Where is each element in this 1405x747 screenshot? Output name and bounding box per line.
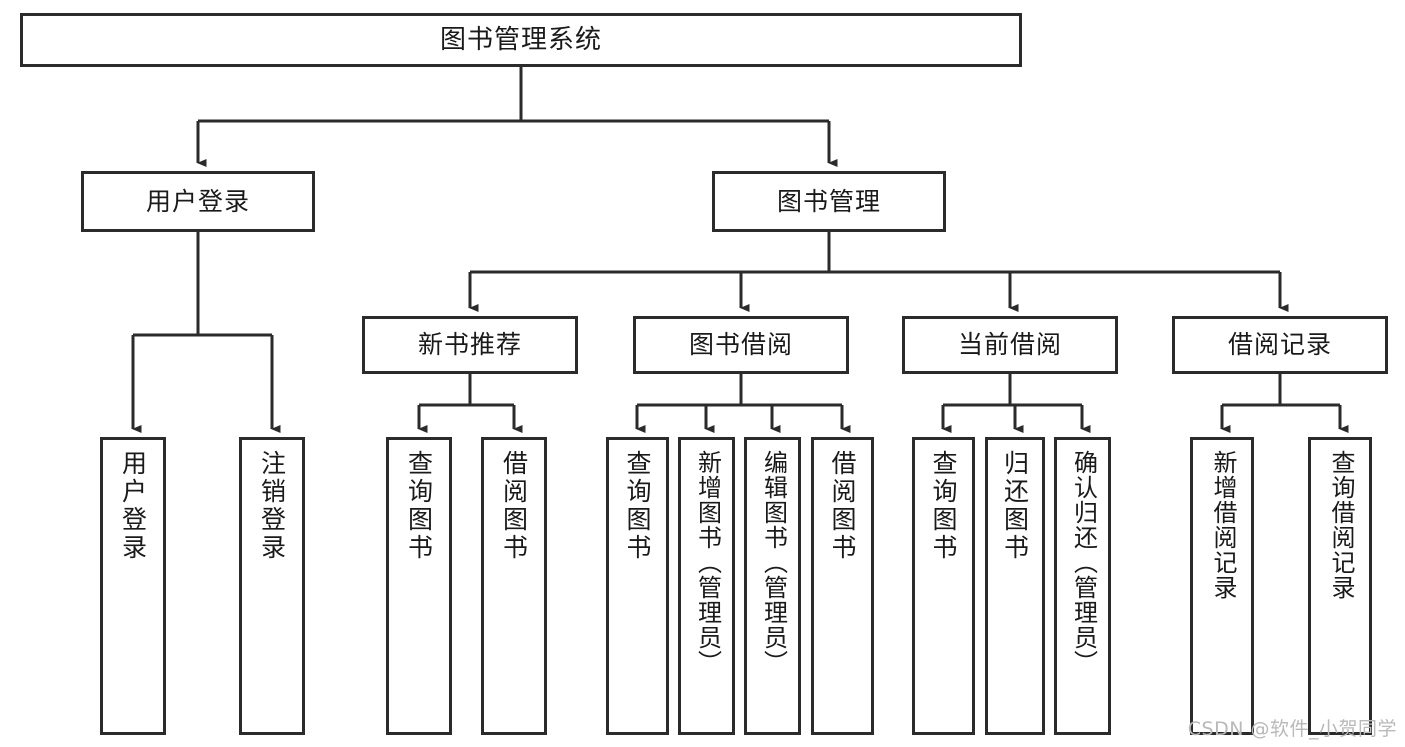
node-leaf-cur-confirm-return[interactable]: 确认归还（管理员） (1054, 437, 1111, 735)
node-leaf-rec-borrow-book[interactable]: 借阅图书 (481, 437, 547, 735)
node-leaf-borrow-add-book-label: 新增图书（管理员） (693, 450, 722, 675)
node-leaf-borrow-borrow-book-label: 借阅图书 (828, 450, 857, 562)
node-book-borrow[interactable]: 图书借阅 (633, 316, 849, 374)
node-leaf-cur-return-book[interactable]: 归还图书 (985, 437, 1045, 735)
node-leaf-borrow-query-book[interactable]: 查询图书 (606, 437, 669, 735)
node-new-book-rec-label: 新书推荐 (417, 330, 522, 360)
node-leaf-user-login-label: 用户登录 (118, 450, 148, 562)
node-leaf-rec-query-book[interactable]: 查询图书 (386, 437, 452, 735)
node-leaf-cur-return-book-label: 归还图书 (1000, 450, 1030, 562)
node-leaf-borrow-edit-book[interactable]: 编辑图书（管理员） (744, 437, 801, 735)
node-borrow-record-label: 借阅记录 (1227, 330, 1332, 360)
node-leaf-borrow-borrow-book[interactable]: 借阅图书 (811, 437, 874, 735)
node-leaf-rec-query-record[interactable]: 查询借阅记录 (1308, 437, 1372, 735)
node-leaf-rec-add-record-label: 新增借阅记录 (1208, 450, 1237, 600)
node-leaf-borrow-edit-book-label: 编辑图书（管理员） (759, 450, 788, 675)
node-root[interactable]: 图书管理系统 (20, 13, 1022, 67)
node-leaf-logout[interactable]: 注销登录 (239, 437, 305, 735)
node-current-borrow[interactable]: 当前借阅 (902, 316, 1118, 374)
node-current-borrow-label: 当前借阅 (957, 330, 1062, 360)
node-book-manage[interactable]: 图书管理 (712, 171, 946, 232)
node-leaf-cur-confirm-return-label: 确认归还（管理员） (1069, 450, 1098, 675)
node-leaf-rec-query-record-label: 查询借阅记录 (1326, 450, 1355, 600)
node-root-label: 图书管理系统 (439, 24, 602, 55)
node-book-borrow-label: 图书借阅 (688, 330, 793, 360)
node-leaf-cur-query-book[interactable]: 查询图书 (912, 437, 975, 735)
node-leaf-rec-add-record[interactable]: 新增借阅记录 (1190, 437, 1254, 735)
node-leaf-borrow-query-book-label: 查询图书 (623, 450, 652, 562)
node-new-book-rec[interactable]: 新书推荐 (362, 316, 578, 374)
node-leaf-cur-query-book-label: 查询图书 (929, 450, 958, 562)
node-leaf-user-login[interactable]: 用户登录 (100, 437, 166, 735)
node-borrow-record[interactable]: 借阅记录 (1172, 316, 1388, 374)
watermark-text: CSDN @软件_小贺同学 (1187, 718, 1397, 740)
node-leaf-rec-query-book-label: 查询图书 (404, 450, 434, 562)
node-book-manage-label: 图书管理 (776, 186, 881, 216)
node-leaf-borrow-add-book[interactable]: 新增图书（管理员） (678, 437, 735, 735)
node-leaf-logout-label: 注销登录 (257, 450, 287, 562)
node-user-login[interactable]: 用户登录 (81, 171, 315, 232)
node-user-login-label: 用户登录 (145, 186, 250, 216)
node-leaf-rec-borrow-book-label: 借阅图书 (499, 450, 529, 562)
